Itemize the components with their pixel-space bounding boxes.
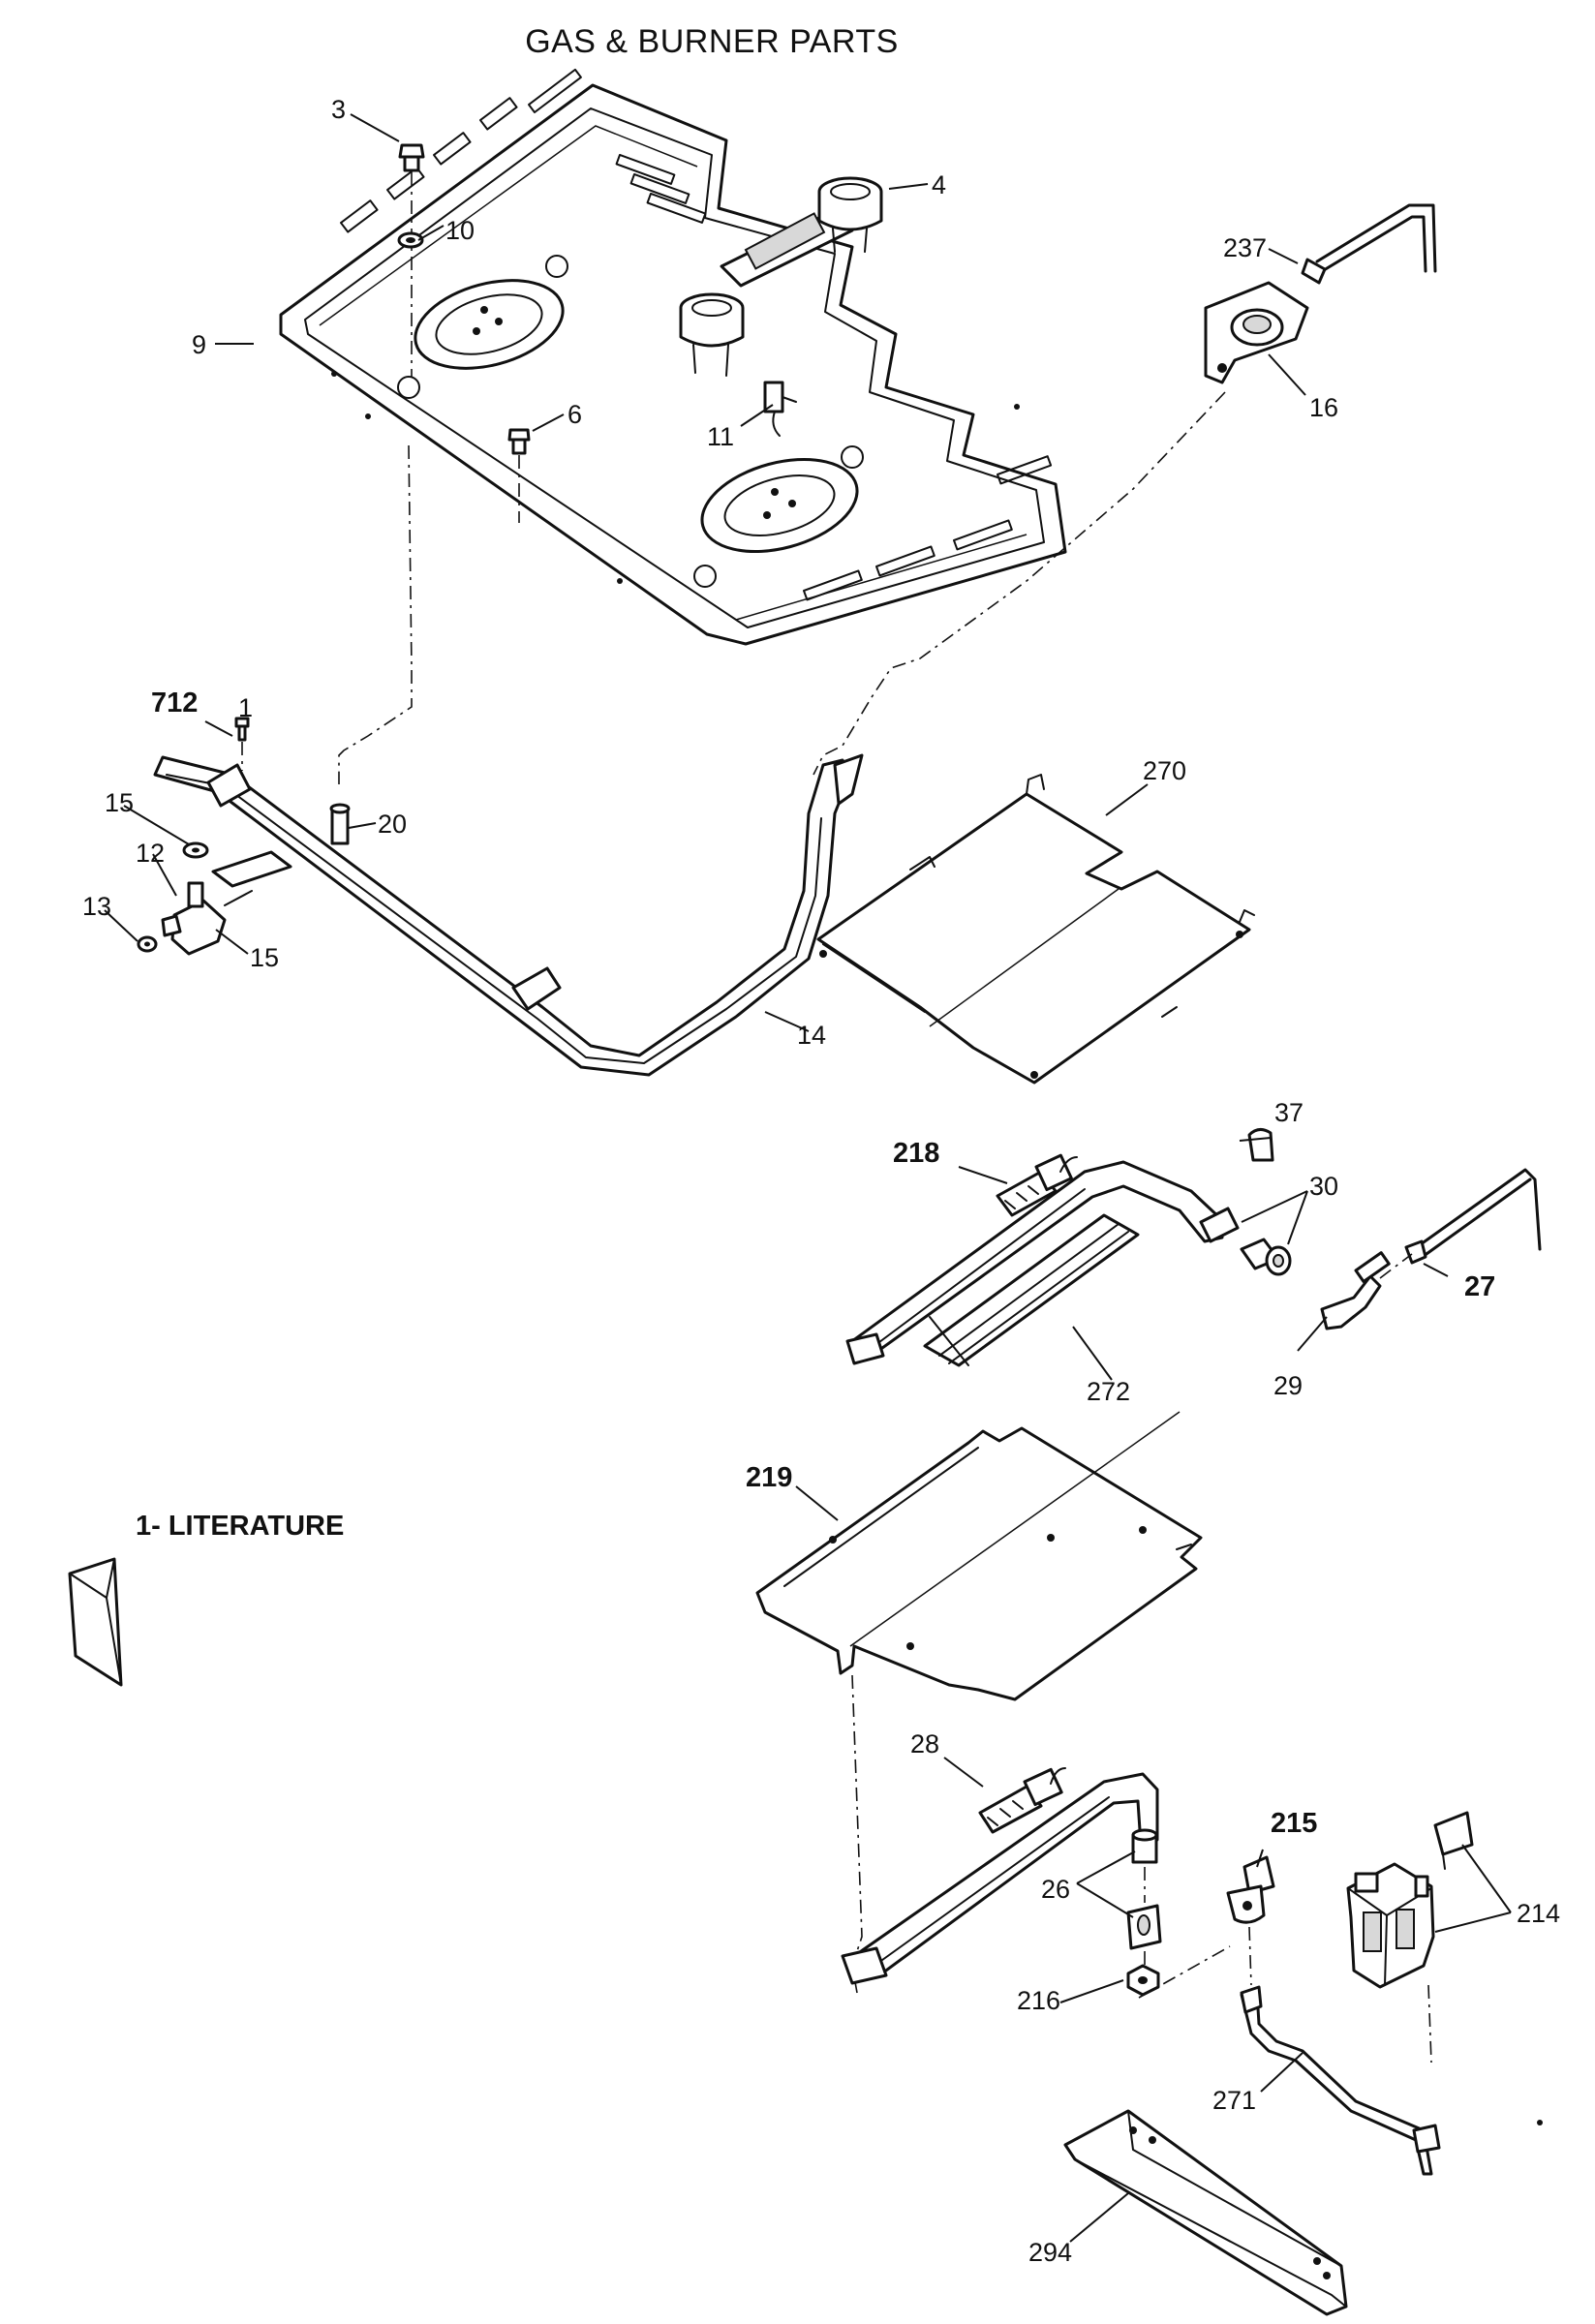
callout-3: 3 [331, 95, 346, 124]
page-title: GAS & BURNER PARTS [525, 23, 899, 60]
regulator-part-16 [1204, 281, 1309, 384]
safety-valve-part-29 [1320, 1251, 1391, 1330]
fitting-part-26 [1126, 1828, 1162, 1950]
clip-part-37 [1247, 1128, 1274, 1162]
callout-271: 271 [1212, 2086, 1256, 2115]
angle-bracket-part-294 [1063, 2109, 1348, 2316]
screw-part-712 [234, 717, 250, 771]
callout-15-lower: 15 [250, 943, 279, 972]
gas-line-part-237 [1301, 203, 1437, 285]
callout-37: 37 [1274, 1098, 1304, 1127]
callout-216: 216 [1017, 1986, 1060, 2015]
leader-lines [104, 113, 1512, 2243]
screw-part-3 [398, 143, 425, 378]
callout-1: 1 [238, 693, 253, 722]
callout-270: 270 [1143, 756, 1186, 785]
fitting-part-30 [1199, 1207, 1292, 1276]
callout-218: 218 [893, 1138, 939, 1169]
gas-tube-part-271 [1240, 1985, 1441, 2176]
stud-part-20 [329, 803, 351, 845]
nut-part-216 [1126, 1964, 1160, 1997]
callout-214: 214 [1517, 1899, 1560, 1928]
callout-14: 14 [797, 1021, 826, 1050]
valve-part-12 [161, 881, 253, 956]
callout-27: 27 [1464, 1271, 1495, 1302]
callout-13: 13 [82, 892, 111, 921]
callout-20: 20 [378, 810, 407, 839]
callout-4: 4 [932, 170, 946, 199]
callout-12: 12 [136, 839, 165, 868]
callout-16: 16 [1309, 393, 1338, 422]
callout-26: 26 [1041, 1875, 1070, 1904]
callout-11: 11 [707, 422, 734, 451]
bracket-part-11 [763, 381, 797, 437]
broil-shield-part-270 [816, 774, 1255, 1085]
oven-burner-tube-part-272 [845, 1160, 1224, 1367]
callout-237: 237 [1223, 233, 1267, 262]
callout-712: 712 [151, 688, 198, 719]
bake-burner-part-28 [978, 1767, 1066, 1834]
bracket-part-215 [1226, 1855, 1275, 1924]
manifold-pipe-part-14 [153, 753, 864, 1077]
callout-272: 272 [1087, 1377, 1130, 1406]
bake-burner-tube [841, 1772, 1159, 1985]
burner-box-pan [279, 68, 1067, 646]
callout-215: 215 [1271, 1808, 1317, 1839]
callout-6: 6 [567, 400, 582, 429]
bake-shield-part-219 [755, 1411, 1203, 1701]
literature-booklet [68, 1557, 123, 1687]
screw-part-6 [507, 428, 531, 523]
callout-9: 9 [192, 330, 206, 359]
callout-219: 219 [746, 1462, 792, 1493]
callout-30: 30 [1309, 1172, 1338, 1201]
callout-10: 10 [445, 216, 475, 245]
callout-28: 28 [910, 1729, 939, 1758]
gas-tube-part-27 [1404, 1168, 1542, 1265]
oven-burner-part-218 [996, 1153, 1078, 1217]
callout-literature: 1- LITERATURE [136, 1511, 344, 1542]
top-burner-assembly [679, 176, 883, 377]
callout-294: 294 [1028, 2238, 1072, 2267]
callout-15-upper: 15 [105, 788, 134, 817]
callout-29: 29 [1273, 1371, 1303, 1400]
igniter-valve-part-214 [1346, 1811, 1474, 2064]
